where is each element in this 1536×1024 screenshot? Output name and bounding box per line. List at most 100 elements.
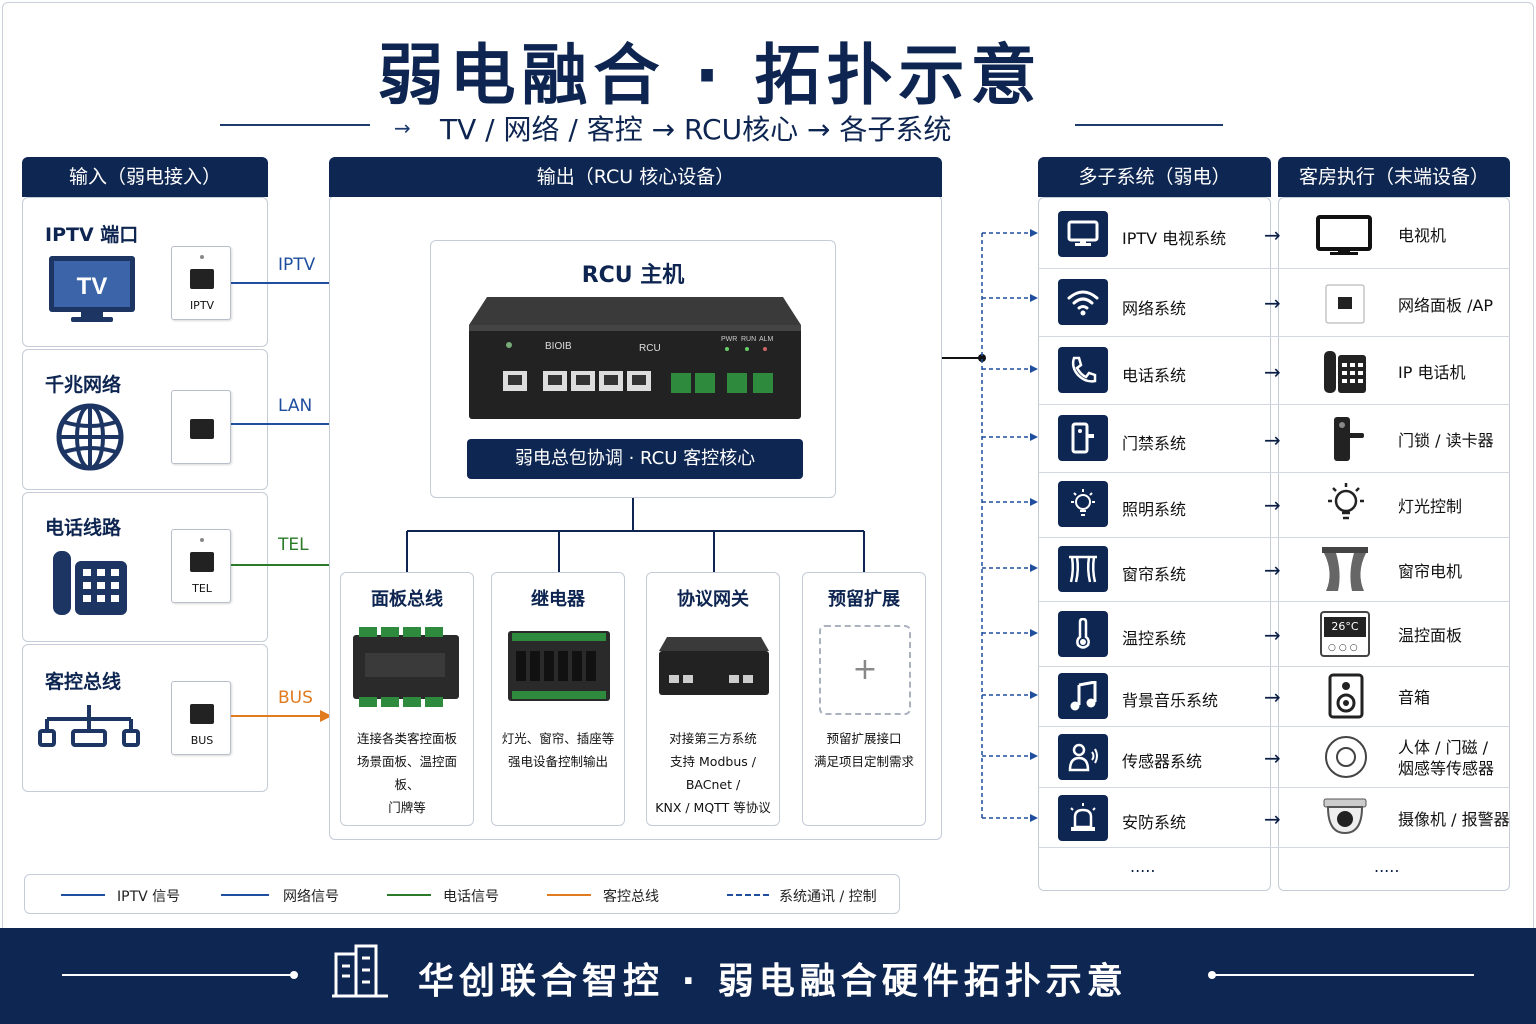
module-gateway: 协议网关 对接第三方系统 支持 Modbus / BACnet / KNX / …: [646, 572, 780, 826]
gateway-device-image: [657, 635, 771, 703]
sub-row-7: [1058, 673, 1108, 719]
legend-swatch-network: [221, 894, 269, 896]
plus-icon: +: [819, 625, 911, 715]
device-name: 温控面板: [1398, 626, 1463, 645]
network-panel-icon: [1324, 283, 1366, 329]
rcu-logo: BIOIB: [545, 341, 572, 352]
legend-label: 网络信号: [283, 889, 339, 905]
module-desc-line: KNX / MQTT 等协议: [655, 800, 771, 815]
subsystem-name: 电话系统: [1122, 366, 1187, 385]
bus-topology-icon: [37, 703, 141, 757]
device-name: 摄像机 / 报警器: [1398, 810, 1510, 829]
device-name: 门锁 / 读卡器: [1398, 431, 1494, 450]
arrow-right-icon: →: [1264, 685, 1281, 709]
sub-row-1: [1058, 279, 1108, 325]
rcu-banner: 弱电总包协调 · RCU 客控核心: [467, 439, 803, 479]
light-icon: [1324, 481, 1368, 531]
legend-swatch-bus: [547, 894, 591, 896]
subsystem-name: 照明系统: [1122, 500, 1187, 519]
subsystem-name: 窗帘系统: [1122, 565, 1187, 584]
tv-icon: [1314, 215, 1374, 261]
module-desc-line: 场景面板、温控面板、: [356, 754, 457, 792]
desk-phone-icon: [51, 549, 131, 623]
device-name: 电视机: [1398, 226, 1447, 245]
legend-swatch-comm: [727, 894, 769, 896]
module-desc-line: 对接第三方系统: [669, 731, 757, 746]
line-label-lan: LAN: [278, 396, 313, 416]
device-name: 网络面板 /AP: [1398, 296, 1494, 315]
wifi-icon: [1058, 279, 1108, 325]
arrow-right-icon: →: [1264, 493, 1281, 517]
arrow-right-icon: →: [1264, 623, 1281, 647]
tel-port-icon: TEL: [171, 529, 231, 603]
rcu-title: RCU 主机: [581, 263, 685, 288]
module-desc-line: 强电设备控制输出: [507, 754, 608, 769]
module-desc-line: 灯光、窗帘、插座等: [501, 731, 615, 746]
arrow-right-icon: →: [1264, 360, 1281, 384]
port-label: BUS: [190, 734, 214, 747]
page-subtitle: TV / 网络 / 客控 → RCU核心 → 各子系统: [440, 113, 952, 146]
bulb-icon: [1058, 481, 1108, 527]
module-title: 继电器: [531, 589, 585, 610]
phone-icon: [1058, 347, 1108, 393]
row-separator: [1038, 404, 1510, 405]
door-lock-icon: [1330, 415, 1366, 467]
legend: IPTV 信号 网络信号 电话信号 客控总线 系统通讯 / 控制: [24, 874, 900, 914]
module-desc: 连接各类客控面板 场景面板、温控面板、 门牌等: [345, 727, 469, 819]
rcu-device-label: RCU: [639, 343, 661, 354]
footer-line-left: [62, 974, 296, 976]
ip-phone-icon: [1322, 347, 1368, 399]
subsystem-name: IPTV 电视系统: [1122, 229, 1227, 248]
music-icon: [1058, 673, 1108, 719]
thermostat-buttons: ○○○: [1328, 643, 1361, 653]
input-card-iptv: IPTV 端口 TV IPTV: [22, 197, 268, 347]
module-desc-line: 预留扩展接口: [826, 731, 902, 746]
sub-row-6: [1058, 611, 1108, 657]
input-card-network: 千兆网络: [22, 349, 268, 490]
arrow-right-icon: →: [1264, 291, 1281, 315]
rcu-device-image: BIOIB RCU PWR RUN ALM: [467, 295, 803, 427]
sub-row-8: [1058, 734, 1108, 780]
subsystems-more: .....: [1130, 857, 1156, 876]
legend-label: 系统通讯 / 控制: [779, 889, 877, 905]
input-card-title: 电话线路: [45, 517, 122, 539]
module-desc-line: 满足项目定制需求: [813, 754, 914, 769]
subtitle-line-left: [220, 124, 370, 126]
module-title: 协议网关: [677, 589, 749, 610]
thermostat-icon: 26°C ○○○: [1320, 611, 1370, 657]
line-label-tel: TEL: [278, 535, 309, 555]
output-panel-header: 输出（RCU 核心设备）: [329, 157, 942, 197]
bus-port-icon: BUS: [171, 681, 231, 755]
rcu-led-alm: ALM: [759, 336, 774, 343]
page-title: 弱电融合 · 拓扑示意: [377, 37, 1043, 114]
door-access-icon: [1058, 415, 1108, 461]
footer: 华创联合智控 · 弱电融合硬件拓扑示意: [0, 928, 1536, 1024]
legend-label: 电话信号: [443, 889, 499, 905]
devices-more: .....: [1374, 857, 1400, 876]
device-name: IP 电话机: [1398, 363, 1466, 382]
module-desc: 预留扩展接口 满足项目定制需求: [807, 727, 921, 773]
input-card-title: 客控总线: [45, 671, 122, 693]
row-separator: [1038, 601, 1510, 602]
row-separator: [1038, 847, 1510, 848]
sub-row-4: [1058, 481, 1108, 527]
footer-text: 华创联合智控 · 弱电融合硬件拓扑示意: [418, 961, 1128, 1002]
rcu-card: RCU 主机 BIOIB RCU PWR RUN ALM 弱电总包协调 · RC…: [430, 240, 836, 498]
rcu-led-run: RUN: [741, 336, 756, 343]
subsystem-name: 门禁系统: [1122, 434, 1187, 453]
sub-row-9: [1058, 795, 1108, 841]
arrow-right-icon: →: [1264, 807, 1281, 831]
sensor-icon: [1058, 734, 1108, 780]
subsystem-name: 安防系统: [1122, 813, 1187, 832]
globe-icon: [55, 402, 125, 476]
input-card-title: 千兆网络: [45, 374, 122, 396]
module-desc-line: 连接各类客控面板: [356, 731, 457, 746]
module-panel-bus: 面板总线 连接各类客控面板 场景面板、温控面板、 门牌等: [340, 572, 474, 826]
panel-bus-device-image: [351, 625, 463, 713]
alarm-icon: [1058, 795, 1108, 841]
input-card-phone: 电话线路 TEL: [22, 492, 268, 642]
subtitle-arrow-left: →: [394, 116, 411, 140]
sub-row-3: [1058, 415, 1108, 461]
row-separator: [1038, 787, 1510, 788]
